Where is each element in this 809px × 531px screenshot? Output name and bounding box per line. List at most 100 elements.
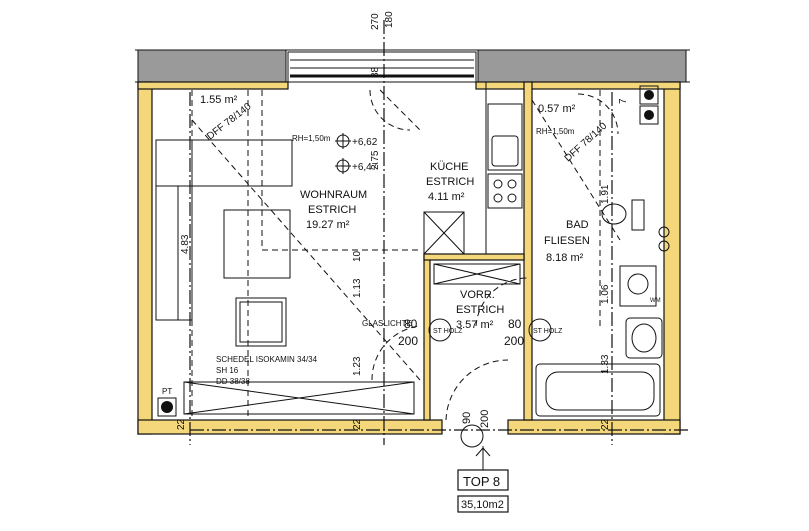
bath-corner-area: 0.57 m² [538, 103, 576, 115]
fireplace [157, 397, 177, 417]
stove-burner-2 [507, 179, 517, 189]
heater-2 [658, 240, 670, 252]
annotation-fireplace-3: DD 38/38 [216, 377, 250, 386]
sideboard-cross-2 [183, 381, 415, 415]
level-marker-lower [335, 158, 351, 174]
hall-wardrobe-cross-2 [433, 263, 521, 285]
dim-22-mid: 22 [352, 418, 363, 430]
room-area-living: 19.27 m² [306, 219, 350, 231]
level-upper: +6,62 [352, 137, 378, 148]
washbasin-bowl [631, 323, 657, 353]
room-floor-bath: FLIESEN [544, 235, 590, 247]
fireplace-flue [161, 401, 173, 413]
armchair-seat [239, 301, 283, 343]
door2-height: 200 [504, 334, 524, 348]
kitchen-counter [485, 81, 525, 255]
st-badge-3 [460, 424, 484, 448]
dim-133: 1.33 [600, 354, 611, 374]
roof-band-left [137, 49, 287, 83]
room-name-bath: BAD [566, 219, 589, 231]
bath-vent-2-dot [644, 110, 654, 120]
toilet-bowl [601, 203, 627, 225]
unit-area-box [457, 495, 509, 513]
st-badge-2 [528, 318, 552, 342]
room-name-hall: VORR. [460, 289, 495, 301]
level-lower: +6,47 [352, 162, 378, 173]
door1-width: 80 [404, 317, 418, 331]
window-swing [369, 89, 411, 131]
entry-width: 90 [461, 412, 473, 424]
kitchen-stove [487, 173, 523, 209]
wall-bottom-right [507, 419, 681, 435]
dim-top-3: 38 [370, 66, 381, 78]
door1-height: 200 [398, 334, 418, 348]
stove-burner-3 [493, 193, 503, 203]
wall-top-left [137, 81, 289, 90]
st-badge-1 [428, 318, 452, 342]
unit-arrow-icon [475, 447, 491, 457]
heater-1 [658, 226, 670, 238]
bath-slope-1 [531, 99, 621, 241]
room-area-hall: 3.57 m² [456, 319, 494, 331]
st-holz-label-1: ST HOLZ [433, 328, 463, 335]
unit-label: TOP 8 [463, 474, 500, 489]
bathtub [535, 363, 661, 417]
dim-275: 2.75 [370, 150, 381, 170]
bath-vent-2 [639, 105, 659, 125]
bath-vent-1 [639, 85, 659, 105]
stove-burner-4 [507, 193, 517, 203]
entry-height: 200 [479, 410, 491, 428]
dim-113: 1.13 [352, 278, 363, 298]
toilet-tank [631, 199, 645, 231]
bath-window-swing [577, 93, 619, 135]
wall-hall-top [423, 253, 525, 261]
room-floor-hall: ESTRICH [456, 304, 504, 316]
wall-left [137, 81, 153, 435]
sofa-back [155, 139, 193, 321]
stove-burner-1 [493, 179, 503, 189]
dim-10: 10 [352, 250, 363, 262]
slope-line-5 [379, 89, 421, 131]
door-entry-swing [445, 359, 509, 421]
dim-living-v: 4.83 [180, 234, 191, 254]
unit-area: 35,10m2 [461, 499, 504, 511]
dim-106: 1.06 [600, 284, 611, 304]
kitchen-cabinet [423, 211, 465, 255]
room-floor-kitchen: ESTRICH [426, 176, 474, 188]
dim-7: 7 [618, 98, 629, 104]
washing-machine [619, 265, 657, 307]
st-holz-label-2: ST HOLZ [533, 328, 563, 335]
dim-top-2: 180 [384, 11, 395, 28]
dim-191: 1.91 [600, 184, 611, 204]
annotation-fireplace-2: SH 16 [216, 366, 239, 375]
room-height-bath: RH=1,50m [536, 127, 575, 136]
wall-bath [523, 81, 533, 421]
kitchen-sink [491, 135, 519, 167]
washbasin [625, 317, 663, 359]
room-area-kitchen: 4.11 m² [428, 191, 465, 203]
bathtub-inner [545, 371, 655, 411]
annotation-glass: GLASLICHTE [362, 319, 412, 328]
hall-wardrobe [433, 263, 521, 285]
bath-vent-1-dot [644, 90, 654, 100]
annotation-pt: PT [162, 387, 172, 396]
level-marker-upper [335, 133, 351, 149]
washing-machine-drum [627, 273, 649, 295]
dim-123: 1.23 [352, 356, 363, 376]
room-name-kitchen: KÜCHE [430, 161, 469, 173]
dim-22-right: 22 [600, 418, 611, 430]
armchair [235, 297, 287, 347]
wall-hall-left [423, 253, 431, 421]
annotation-fireplace-1: SCHEDEL ISOKAMIN 34/34 [216, 355, 318, 364]
wall-right [663, 81, 681, 435]
living-corner-area: 1.55 m² [200, 94, 238, 106]
room-floor-living: ESTRICH [308, 204, 356, 216]
room-area-bath: 8.18 m² [546, 252, 584, 264]
room-height-living: RH=1,50m [292, 134, 331, 143]
annotation-wm: WM [650, 298, 661, 304]
sideboard [183, 381, 415, 415]
coffee-table [223, 209, 291, 279]
roof-band-right [477, 49, 687, 83]
window-label-living: DFF 78/140 [205, 101, 254, 142]
